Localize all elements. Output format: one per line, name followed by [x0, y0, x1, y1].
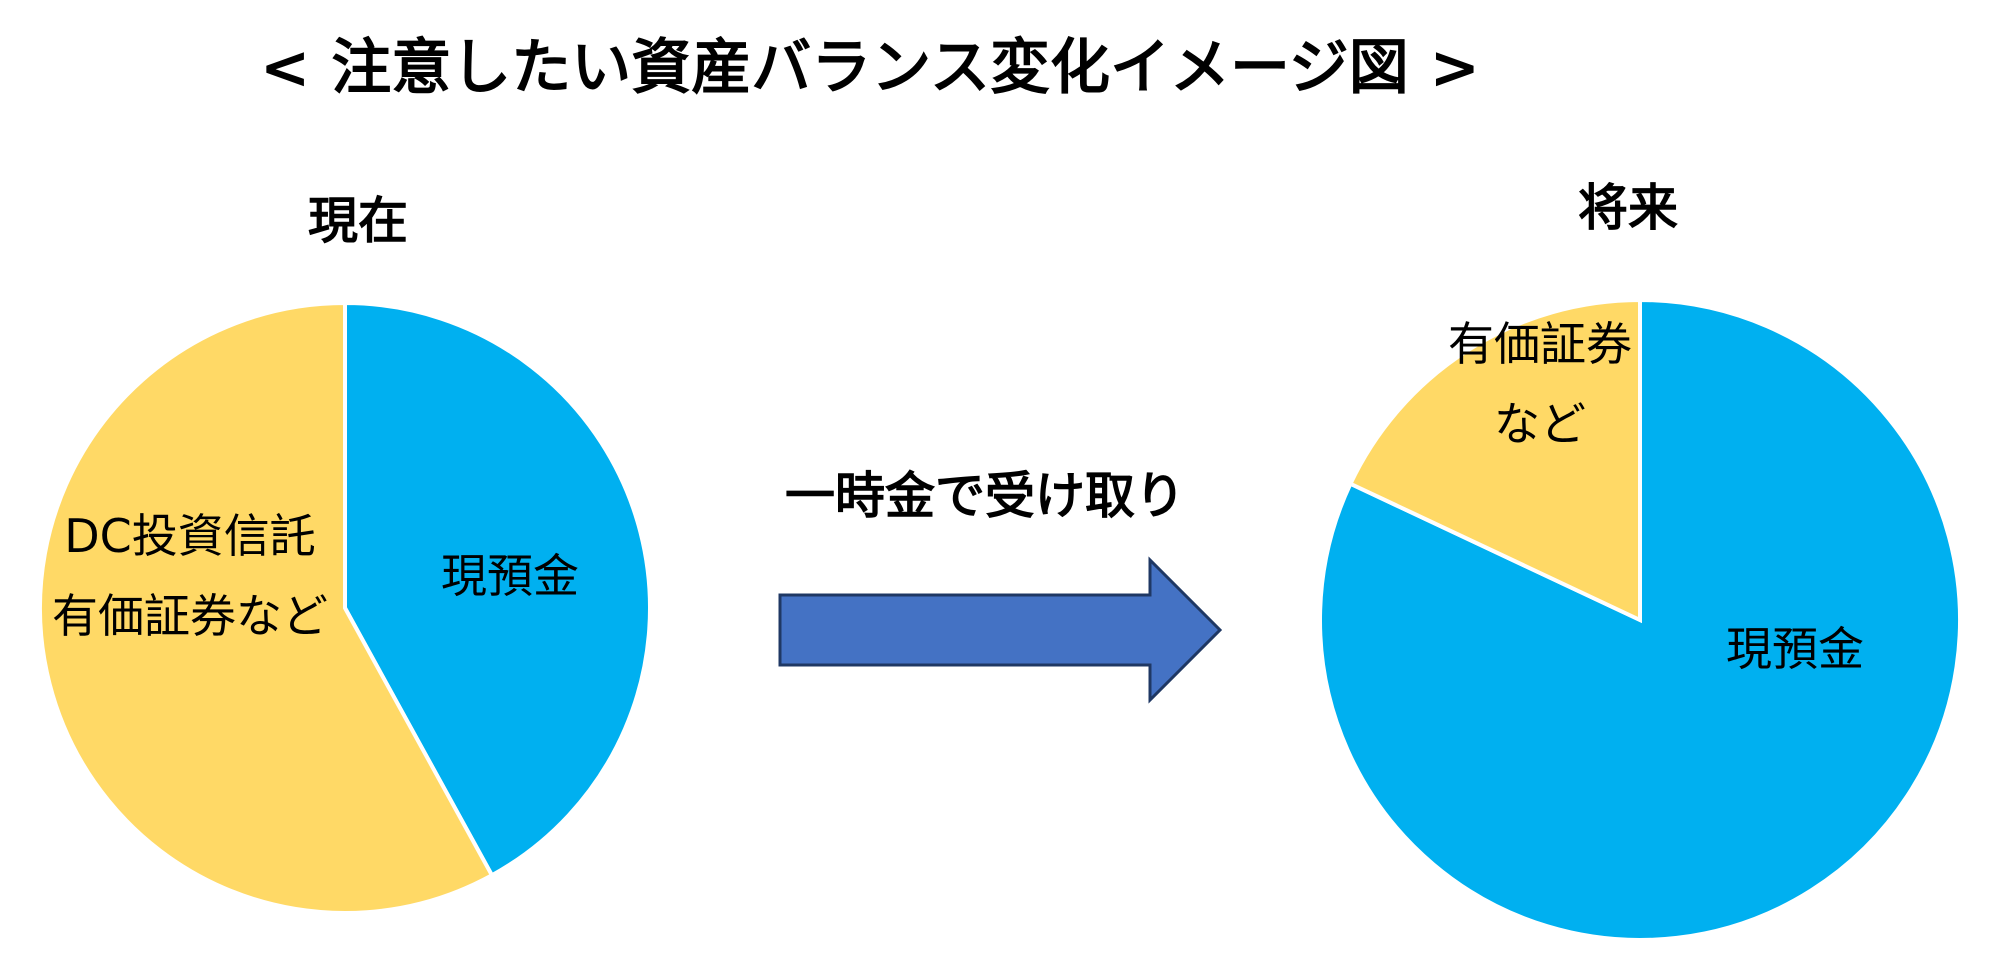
slice-label: DC投資信託有価証券など: [52, 509, 328, 643]
slice-label-line: 有価証券など: [52, 589, 328, 643]
slice-label-line: DC投資信託: [64, 509, 316, 563]
pie-slice: [343, 300, 652, 878]
arrow-label: 一時金で受け取り: [785, 467, 1185, 525]
current-pie-chart: 現預金 DC投資信託有価証券など: [38, 300, 652, 915]
pie-slice: [38, 300, 495, 915]
right-arrow-icon: [778, 556, 1223, 704]
future-pie-chart: 現預金 有価証券など: [1318, 297, 1962, 942]
slice-label: 現預金: [1726, 622, 1864, 676]
future-pie-title: 将来: [1578, 179, 1678, 237]
slice-label-line: 有価証券: [1448, 317, 1632, 371]
slice-label-line: 現預金: [441, 549, 579, 603]
slice-label-line: など: [1494, 397, 1586, 451]
slice-label: 現預金: [441, 549, 579, 603]
slice-label-line: 現預金: [1726, 622, 1864, 676]
diagram-title: < 注意したい資産バランス変化イメージ図 >: [260, 33, 1480, 103]
slice-label: 有価証券など: [1448, 317, 1632, 451]
current-pie-title: 現在: [308, 192, 408, 250]
pie-slice: [1347, 297, 1642, 624]
